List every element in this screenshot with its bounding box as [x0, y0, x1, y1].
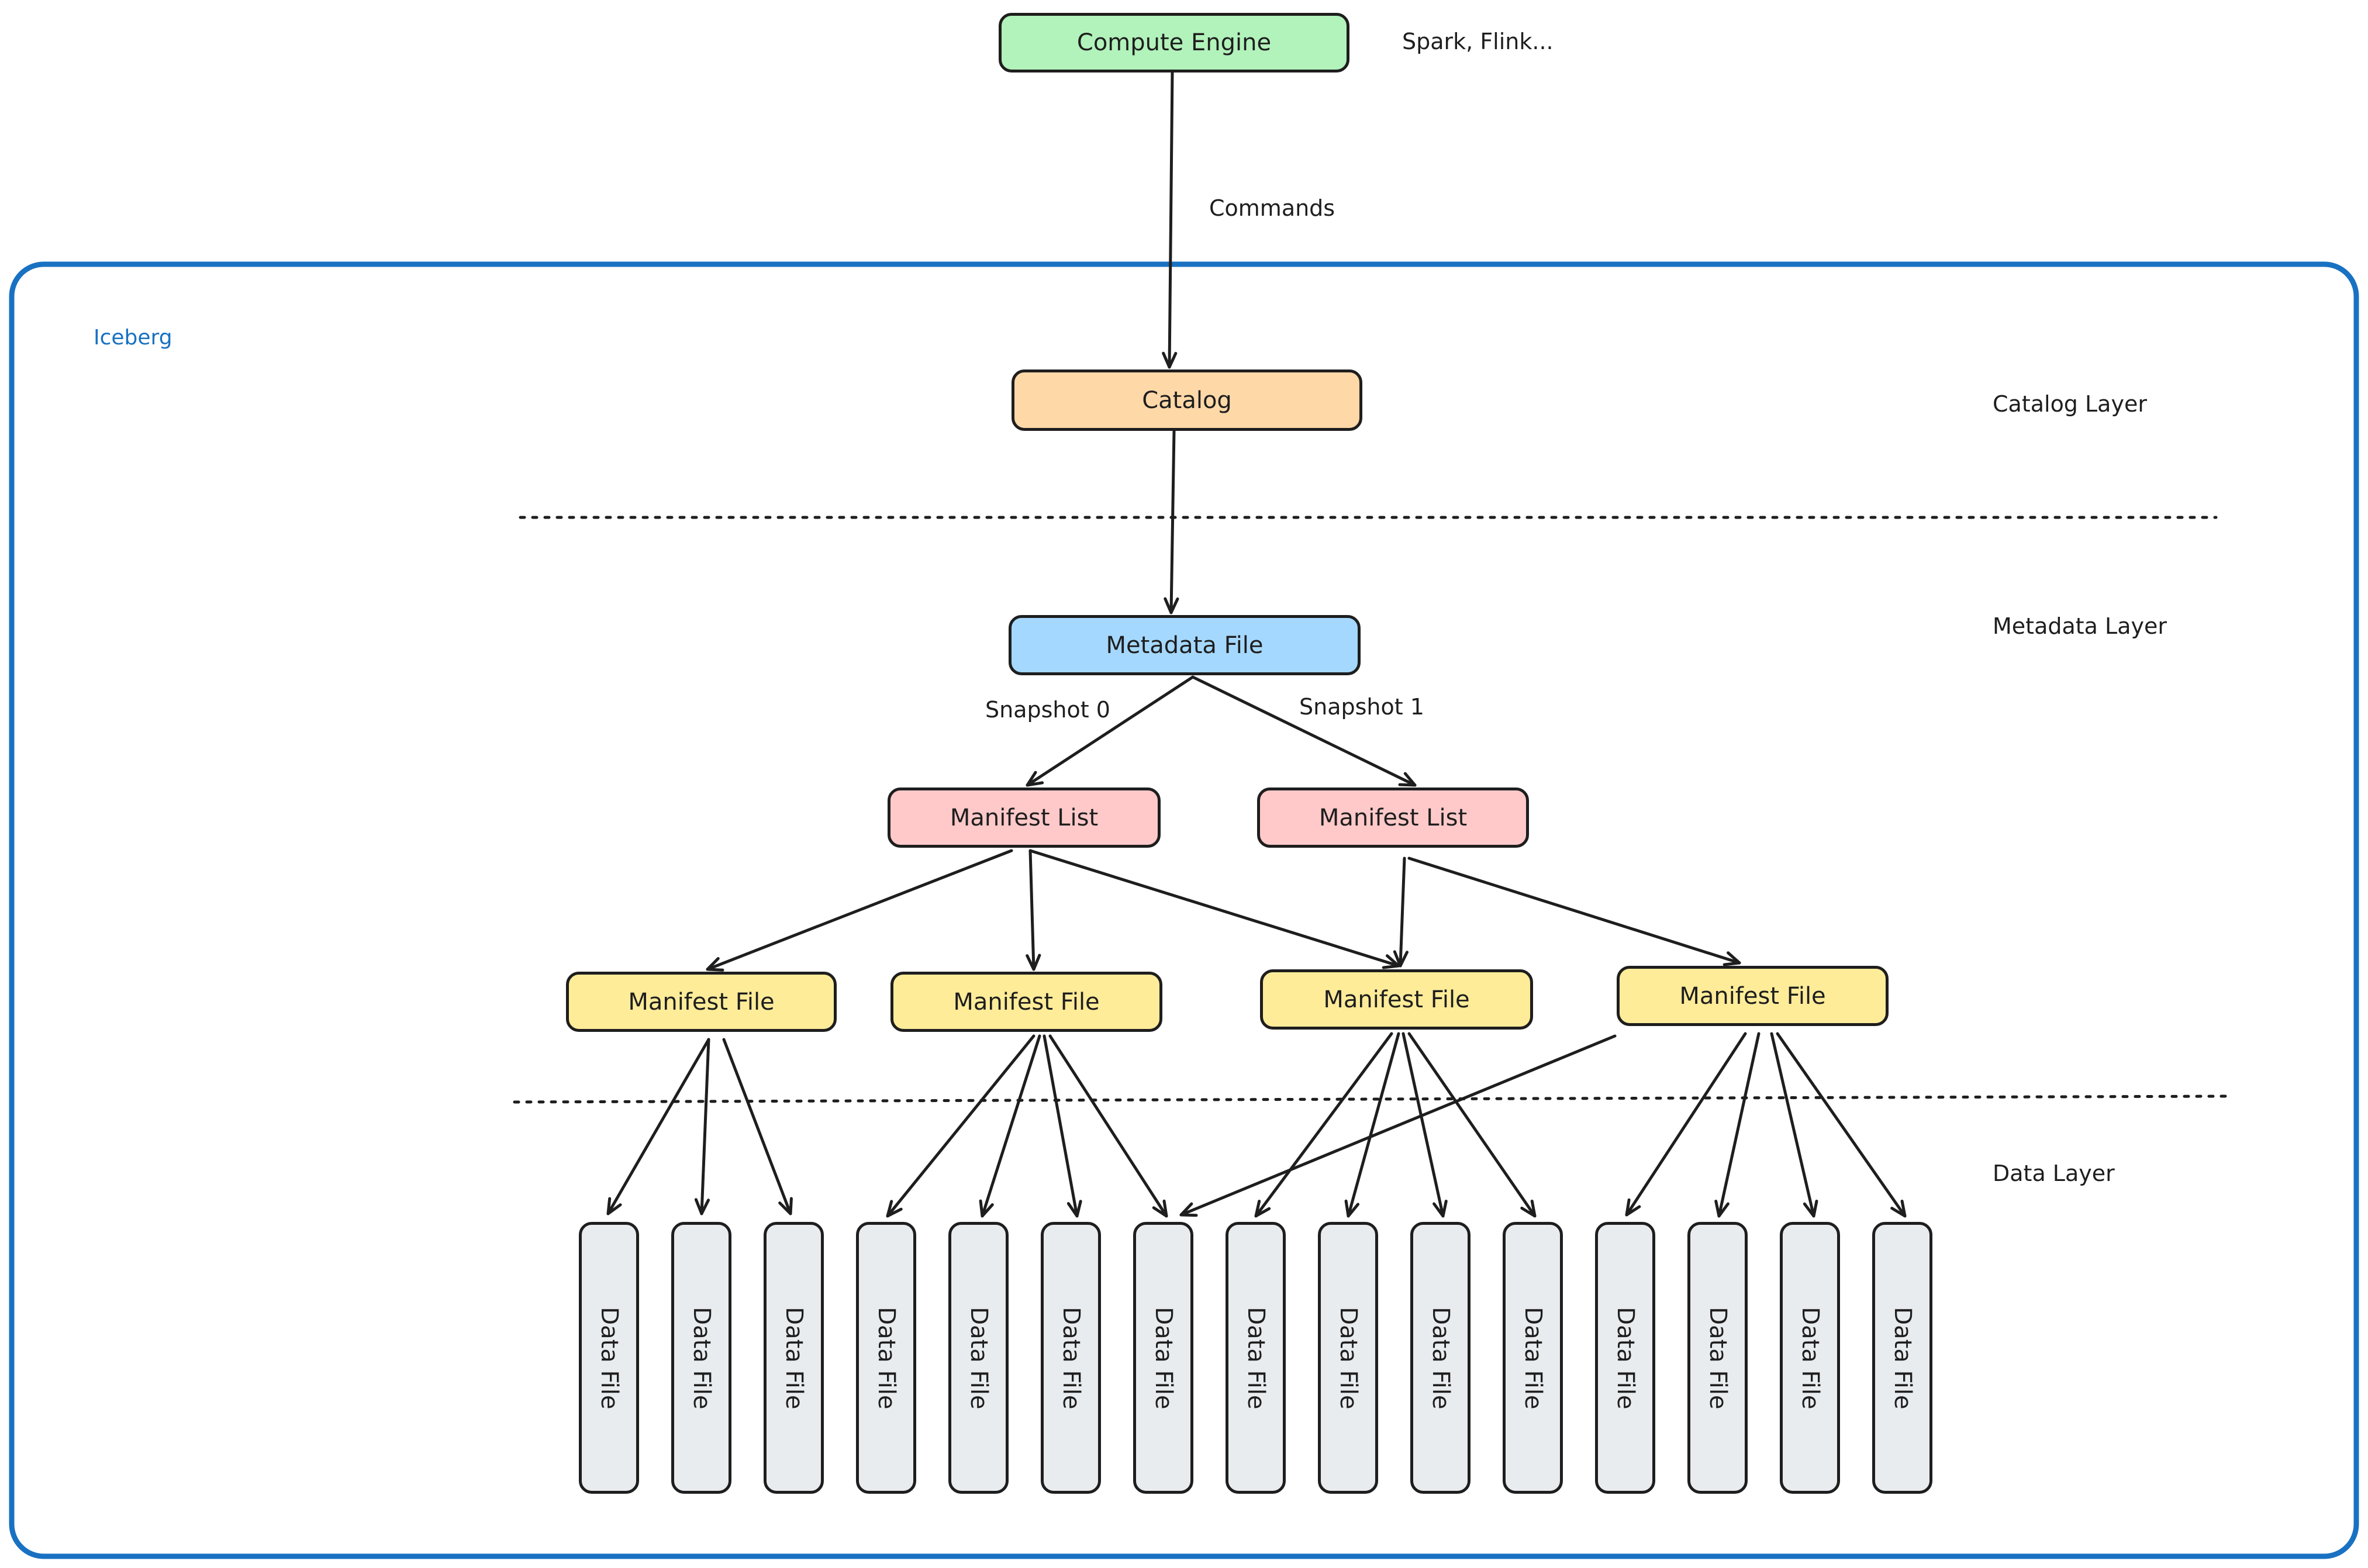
manifest-file-label: Manifest File — [1323, 986, 1470, 1013]
file1-to-data5 — [1043, 1034, 1082, 1218]
data-file-label: Data File — [1889, 1306, 1916, 1410]
list1-to-file2 — [1393, 856, 1409, 968]
manifest-file-node: Manifest File — [1260, 969, 1533, 1030]
data-file-node: Data File — [1410, 1222, 1470, 1494]
manifest-file-node: Manifest File — [566, 972, 837, 1032]
manifest-list-label: Manifest List — [950, 804, 1099, 831]
metadata-file-node: Metadata File — [1009, 615, 1361, 675]
snapshot-1-arrow — [1191, 675, 1417, 787]
metadata-layer-label: Metadata Layer — [1993, 613, 2167, 639]
data-file-label: Data File — [1427, 1306, 1454, 1410]
data-file-label: Data File — [1057, 1306, 1085, 1410]
file2-to-data7 — [1254, 1032, 1393, 1218]
file0-to-data0 — [606, 1038, 710, 1215]
data-file-node: Data File — [671, 1222, 731, 1494]
file0-to-data1 — [694, 1038, 710, 1215]
data-file-node: Data File — [1503, 1222, 1563, 1494]
data-file-node: Data File — [948, 1222, 1009, 1494]
data-file-label: Data File — [1796, 1306, 1824, 1410]
file2-to-data9 — [1402, 1032, 1448, 1218]
data-file-label: Data File — [1334, 1306, 1362, 1410]
file3-to-data12 — [1714, 1032, 1761, 1218]
data-file-label: Data File — [1242, 1306, 1269, 1410]
arrows — [606, 71, 1907, 1218]
data-file-node: Data File — [764, 1222, 824, 1494]
list0-to-file1 — [1026, 849, 1041, 971]
manifest-list-node: Manifest List — [888, 788, 1161, 848]
file2-to-data10 — [1407, 1032, 1537, 1218]
data-file-node: Data File — [1226, 1222, 1286, 1494]
data-file-node: Data File — [1133, 1222, 1193, 1494]
list0-to-file0 — [706, 849, 1013, 972]
data-layer-label: Data Layer — [1993, 1161, 2115, 1186]
file0-to-data2 — [722, 1038, 793, 1215]
data-file-label: Data File — [872, 1306, 900, 1410]
compute-engine-note: Spark, Flink... — [1402, 29, 1554, 54]
data-file-label: Data File — [1150, 1306, 1177, 1410]
file1-to-data3 — [886, 1034, 1035, 1218]
metadata-data-divider — [513, 1094, 2232, 1104]
manifest-file-label: Manifest File — [628, 988, 775, 1016]
metadata-file-label: Metadata File — [1106, 631, 1264, 659]
catalog-label: Catalog — [1142, 386, 1232, 414]
compute-engine-label: Compute Engine — [1076, 29, 1272, 56]
file2-to-data8 — [1344, 1032, 1400, 1218]
manifest-list-node: Manifest List — [1257, 788, 1529, 848]
catalog-node: Catalog — [1012, 369, 1362, 431]
file1-to-data4 — [979, 1034, 1041, 1218]
data-file-node: Data File — [1872, 1222, 1932, 1494]
data-file-label: Data File — [1611, 1306, 1639, 1410]
file3-to-data11 — [1625, 1032, 1747, 1217]
data-file-node: Data File — [1780, 1222, 1840, 1494]
file3-to-data6 — [1179, 1034, 1617, 1217]
iceberg-label: Iceberg — [94, 326, 172, 350]
manifest-file-label: Manifest File — [1679, 982, 1826, 1010]
manifest-list-label: Manifest List — [1318, 804, 1468, 831]
list1-to-file3 — [1407, 856, 1741, 966]
commands-label: Commands — [1209, 195, 1335, 221]
manifest-file-node: Manifest File — [1617, 966, 1889, 1026]
compute-engine-node: Compute Engine — [999, 13, 1349, 72]
file3-to-data14 — [1776, 1032, 1907, 1218]
data-file-label: Data File — [780, 1306, 807, 1410]
data-file-node: Data File — [1041, 1222, 1101, 1494]
snapshot-1-label: Snapshot 1 — [1299, 694, 1424, 720]
data-file-node: Data File — [579, 1222, 639, 1494]
snapshot-0-arrow — [1026, 675, 1195, 787]
data-file-label: Data File — [595, 1306, 623, 1410]
data-file-label: Data File — [688, 1306, 715, 1410]
file3-to-data13 — [1770, 1032, 1818, 1218]
iceberg-container — [9, 261, 2359, 1559]
data-file-node: Data File — [856, 1222, 916, 1494]
manifest-file-label: Manifest File — [953, 988, 1100, 1016]
data-file-node: Data File — [1687, 1222, 1748, 1494]
data-file-node: Data File — [1318, 1222, 1378, 1494]
catalog-layer-label: Catalog Layer — [1993, 391, 2147, 417]
catalog-to-metadata — [1164, 429, 1179, 614]
engine-to-catalog — [1162, 71, 1178, 369]
data-file-label: Data File — [1519, 1306, 1547, 1410]
snapshot-0-label: Snapshot 0 — [985, 697, 1110, 723]
list0-to-file2 — [1028, 849, 1400, 969]
data-file-label: Data File — [965, 1306, 992, 1410]
data-file-node: Data File — [1595, 1222, 1655, 1494]
data-file-label: Data File — [1704, 1306, 1731, 1410]
manifest-file-node: Manifest File — [890, 972, 1162, 1032]
file1-to-data6 — [1048, 1034, 1168, 1218]
